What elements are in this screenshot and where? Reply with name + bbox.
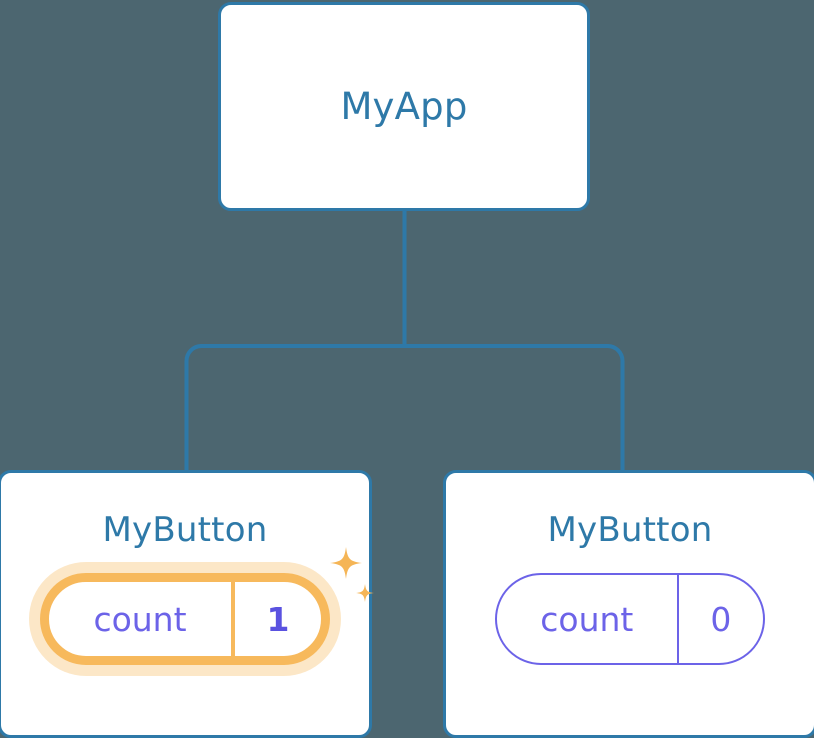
sparkle-group-icon [330, 547, 374, 602]
node-mybutton-right[interactable]: MyButton count 0 [443, 470, 814, 738]
state-pill-left-wrapper: count 1 [40, 547, 374, 665]
bus-to-right-child-connector [404, 344, 625, 472]
sparkle-small-icon [356, 584, 374, 602]
node-mybutton-left-title: MyButton [102, 510, 268, 550]
state-pill-right[interactable]: count 0 [495, 573, 765, 665]
node-myapp-title: MyApp [340, 85, 468, 128]
state-pill-left-key: count [49, 582, 235, 656]
state-pill-right-value: 0 [710, 599, 732, 639]
state-pill-left[interactable]: count 1 [40, 573, 330, 665]
sparkle-large-icon [330, 547, 362, 579]
state-pill-right-key: count [497, 575, 679, 663]
node-mybutton-right-title: MyButton [547, 510, 713, 550]
node-myapp[interactable]: MyApp [218, 2, 590, 211]
node-mybutton-left[interactable]: MyButton count 1 [0, 470, 374, 738]
bus-to-left-child-connector [184, 344, 405, 472]
state-pill-right-wrapper: count 0 [495, 573, 765, 665]
state-pill-left-value: 1 [266, 599, 290, 639]
